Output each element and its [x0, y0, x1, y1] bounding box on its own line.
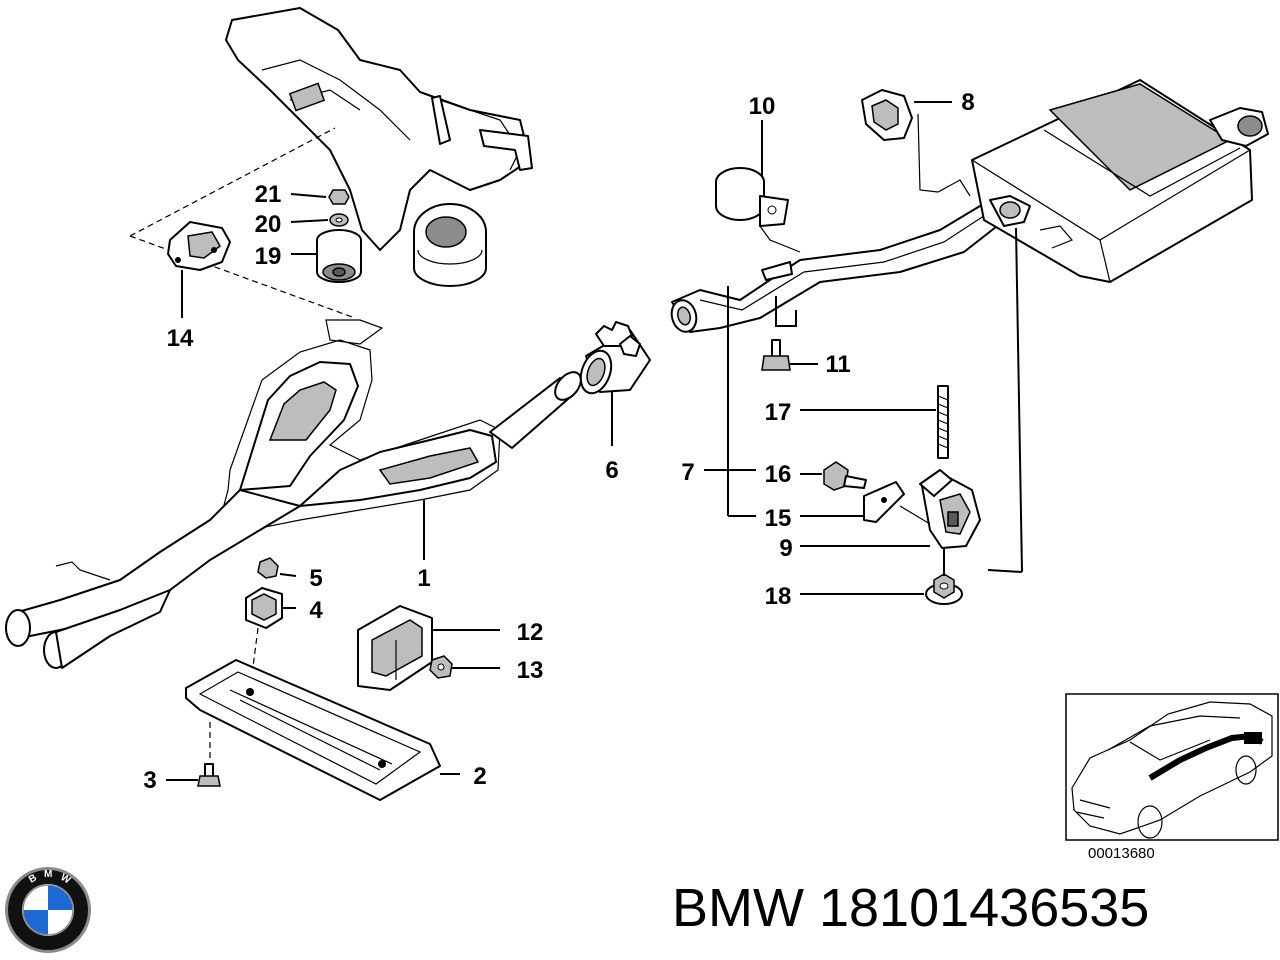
part-21-nut: [328, 189, 350, 205]
part-13-nut: [429, 655, 453, 679]
bmw-logo: B M W: [5, 867, 91, 953]
leader-line: [899, 505, 931, 525]
callout-18: 18: [765, 583, 792, 610]
leader-dashed: [129, 127, 336, 237]
part-9-rubber-hanger: [919, 469, 981, 549]
part-7-rear-pipe: [670, 199, 1011, 333]
leader-line: [1015, 227, 1023, 573]
part-5-nut: [257, 557, 279, 579]
part-14-bracket: [167, 221, 231, 271]
callout-6: 6: [605, 457, 618, 484]
hanger-wire: [917, 113, 971, 197]
callout-13: 13: [517, 657, 544, 684]
callout-5: 5: [309, 565, 322, 592]
part-15-plate: [863, 481, 905, 523]
leader-line: [987, 569, 1023, 573]
callout-4: 4: [309, 597, 323, 624]
part-12-clip: [357, 605, 433, 691]
callout-16: 16: [765, 461, 792, 488]
part-8-hanger: [861, 89, 913, 141]
part-18-flange-nut: [925, 573, 963, 605]
callout-17: 17: [765, 399, 792, 426]
callout-8: 8: [961, 89, 974, 116]
part-20-washer: [329, 213, 349, 227]
callout-14: 14: [167, 325, 194, 352]
callout-2: 2: [473, 763, 486, 790]
svg-text:M: M: [44, 869, 52, 880]
callout-21: 21: [255, 181, 282, 208]
callout-19: 19: [255, 243, 282, 270]
part-6-clamp: [579, 321, 651, 395]
callout-3: 3: [143, 767, 156, 794]
leader-line: [279, 573, 297, 577]
svg-text:B: B: [27, 872, 39, 885]
part-16-bolt: [823, 461, 867, 491]
rear-silencer: [971, 79, 1269, 283]
callout-11: 11: [825, 351, 850, 378]
leader-line: [775, 296, 797, 327]
callout-15: 15: [765, 505, 792, 532]
part-19-rubber-mount: [316, 229, 362, 283]
callout-10: 10: [749, 93, 776, 120]
callout-12: 12: [517, 619, 544, 646]
part-4-rubber-block: [245, 587, 283, 629]
part-10-damper: [715, 167, 801, 253]
part-17-stud: [937, 385, 949, 459]
callout-20: 20: [255, 211, 282, 238]
diagram-reference-code: 00013680: [1088, 845, 1155, 862]
callout-1: 1: [417, 565, 430, 592]
part-2-cross-member: [185, 659, 441, 801]
leader-line: [290, 193, 327, 198]
part-11-bolt: [761, 339, 791, 371]
part-1-front-silencer: [5, 319, 582, 669]
callout-9: 9: [779, 535, 792, 562]
leader-line: [290, 219, 329, 223]
part-3-bolt: [197, 763, 221, 787]
vehicle-locator-inset: 00013680: [1065, 693, 1279, 862]
part-number-caption: BMW 18101436535: [672, 878, 1150, 938]
callout-7: 7: [681, 459, 694, 486]
exhaust-manifold-drawing: [225, 7, 533, 287]
